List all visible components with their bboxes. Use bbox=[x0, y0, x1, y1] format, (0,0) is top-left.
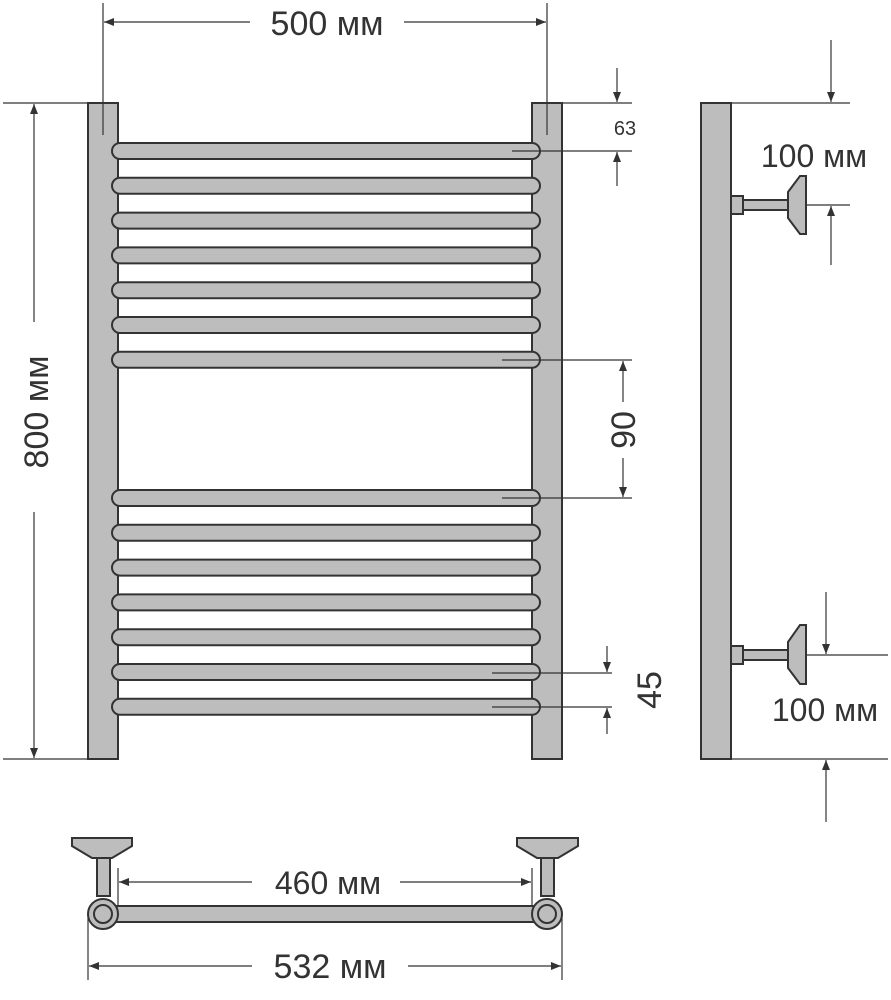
width-label: 500 мм bbox=[271, 5, 384, 43]
rail-4 bbox=[111, 246, 541, 265]
inner-width-label: 460 мм bbox=[275, 865, 381, 901]
rail-12 bbox=[111, 628, 541, 647]
top-view-left-bracket bbox=[71, 837, 133, 897]
bottom-wall-bracket bbox=[730, 624, 807, 685]
rail-11 bbox=[111, 593, 541, 612]
rail-10 bbox=[111, 558, 541, 577]
rail-group bbox=[111, 142, 541, 716]
outer-width-label: 532 мм bbox=[274, 948, 387, 986]
right-upright bbox=[531, 102, 563, 760]
top-view-right-end-inner bbox=[537, 904, 557, 924]
rail-14 bbox=[111, 697, 541, 716]
side-upright bbox=[700, 102, 732, 760]
rail-8 bbox=[111, 489, 541, 507]
rail-6 bbox=[111, 316, 541, 334]
side-view: 100 мм 100 мм bbox=[700, 40, 888, 822]
height-label: 800 мм bbox=[18, 356, 56, 469]
front-view: 500 мм 800 мм 63 90 45 bbox=[3, 3, 669, 760]
pitch-label: 45 bbox=[631, 671, 669, 709]
top-view: 460 мм 532 мм bbox=[71, 837, 579, 986]
top-bracket-label: 100 мм bbox=[761, 138, 867, 174]
rail-9 bbox=[111, 523, 541, 542]
rail-13 bbox=[111, 663, 541, 681]
rail-2 bbox=[111, 176, 541, 195]
gap-label: 90 bbox=[605, 411, 643, 449]
rail-5 bbox=[111, 281, 541, 300]
top-view-left-end-inner bbox=[93, 904, 113, 924]
left-upright bbox=[87, 102, 119, 760]
top-wall-bracket bbox=[730, 175, 807, 235]
top-view-right-bracket bbox=[516, 837, 579, 897]
rail-7 bbox=[111, 350, 541, 369]
rail-1 bbox=[111, 142, 541, 160]
rail-3 bbox=[111, 211, 541, 230]
top-offset-label: 63 bbox=[614, 118, 636, 140]
top-view-rail bbox=[102, 905, 548, 923]
bottom-bracket-label: 100 мм bbox=[772, 692, 878, 728]
